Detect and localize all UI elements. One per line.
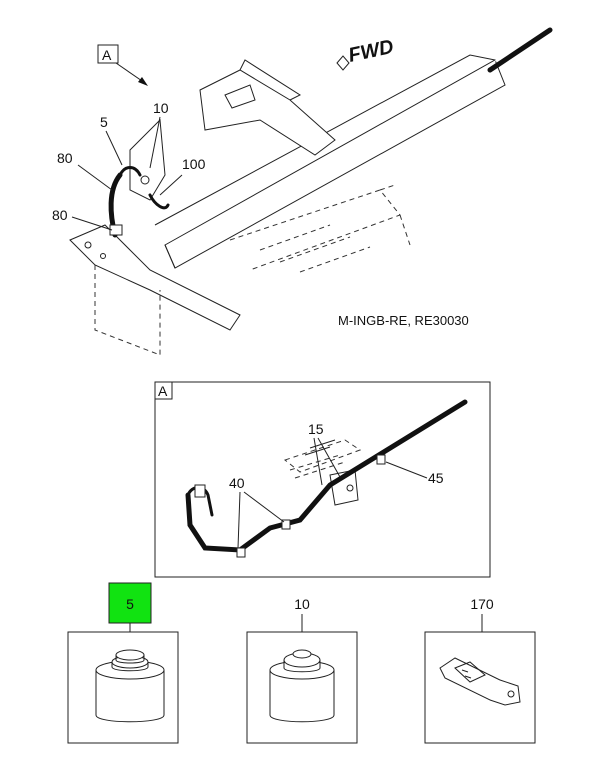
detail-label: A bbox=[158, 383, 168, 399]
callout-80-lower: 80 bbox=[52, 207, 68, 223]
drawing-reference: M-INGB-RE, RE30030 bbox=[338, 313, 469, 328]
part-5[interactable]: 5 bbox=[67, 582, 179, 744]
detail-harness bbox=[185, 399, 468, 553]
callout-15: 15 bbox=[308, 421, 324, 437]
part-170[interactable]: 170 bbox=[424, 596, 536, 744]
callout-45: 45 bbox=[428, 470, 444, 486]
part-10-number: 10 bbox=[294, 596, 310, 612]
part-10[interactable]: 10 bbox=[246, 596, 358, 744]
hidden-structure bbox=[229, 189, 401, 271]
part-5-number: 5 bbox=[126, 596, 134, 612]
callout-80-upper: 80 bbox=[57, 150, 73, 166]
crossmember bbox=[199, 69, 336, 156]
detail-arrow-head bbox=[138, 77, 148, 86]
mounting-bracket bbox=[129, 118, 166, 201]
callout-5-top: 5 bbox=[100, 114, 108, 130]
frame-rail-illustration: A FWD 5 bbox=[52, 25, 553, 356]
callout-100: 100 bbox=[182, 156, 206, 172]
part-170-number: 170 bbox=[470, 596, 494, 612]
detail-callout-box bbox=[97, 44, 119, 64]
part-170-frame bbox=[424, 631, 536, 744]
part-5-highlight[interactable] bbox=[108, 582, 152, 624]
detail-frame bbox=[154, 381, 491, 578]
main-harness bbox=[487, 27, 553, 73]
fwd-direction-indicator: FWD bbox=[336, 36, 396, 71]
fwd-arrow-icon bbox=[336, 55, 350, 71]
callout-10-top: 10 bbox=[153, 100, 169, 116]
detail-callout-label: A bbox=[102, 47, 112, 63]
can-icon bbox=[95, 649, 165, 723]
fwd-label: FWD bbox=[346, 36, 395, 67]
part-10-frame bbox=[246, 631, 358, 744]
can-icon bbox=[269, 649, 335, 723]
bracket-icon bbox=[439, 657, 521, 706]
part-5-frame bbox=[67, 631, 179, 744]
detail-crossmember bbox=[283, 439, 362, 473]
parts-list: 5 10 bbox=[67, 582, 536, 744]
detail-a-view: A 15 40 45 bbox=[154, 381, 491, 578]
callout-40: 40 bbox=[229, 475, 245, 491]
